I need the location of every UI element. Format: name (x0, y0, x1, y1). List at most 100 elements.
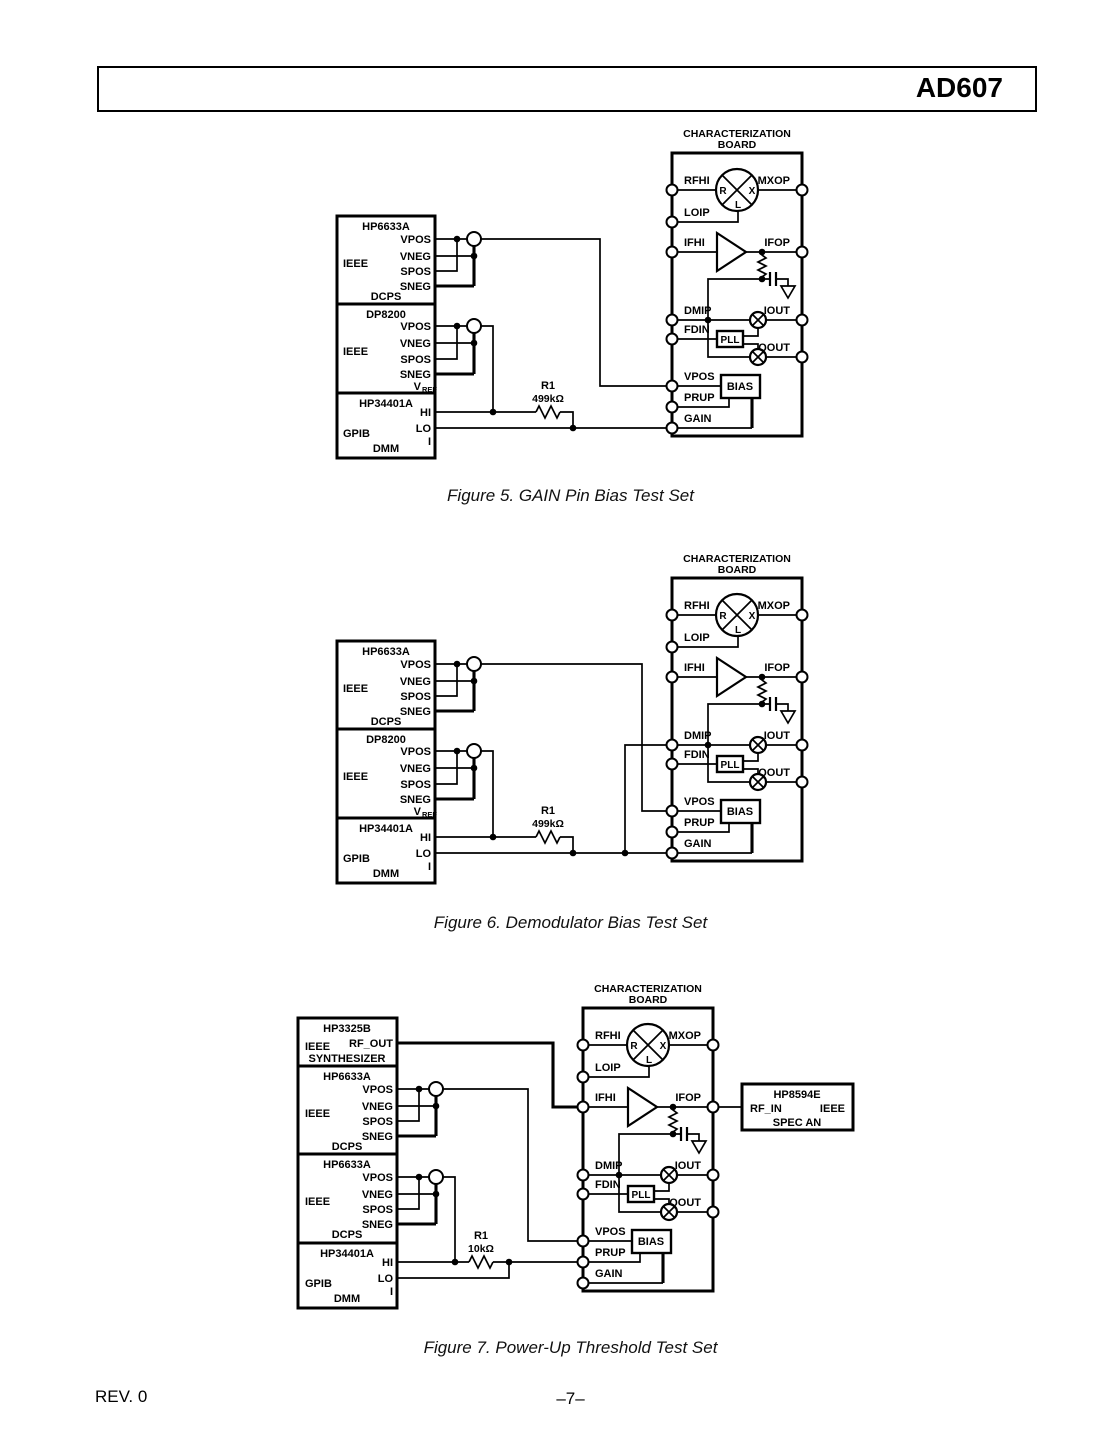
capacitor-icon (768, 272, 778, 286)
fig6-instrument-wires (435, 656, 666, 857)
pin-label-gain: GAIN (684, 838, 712, 850)
pll-label: PLL (721, 760, 740, 771)
fig7-resistor: R1 10kΩ (468, 1230, 494, 1255)
dmm-pin-hi: HI (420, 407, 431, 419)
dmm-bus: GPIB (305, 1278, 332, 1290)
mixer-r-label: R (719, 186, 727, 197)
pin-label-rfhi: RFHI (595, 1030, 621, 1042)
dmm-pin-lo: LO (378, 1273, 394, 1285)
figure6-diagram: HP6633A IEEE VPOS VNEG SPOS SNEG DCPS DP… (335, 553, 809, 885)
dmm-model: HP34401A (359, 823, 413, 835)
fig6-ref-supply-block: DP8200 IEEE VPOS VNEG SPOS SNEG V REF (335, 727, 437, 820)
fig7-dcps1-block: HP6633A IEEE VPOS VNEG SPOS SNEG DCPS (296, 1064, 399, 1156)
dcps-model: HP6633A (362, 646, 410, 658)
pin-label-mxop: MXOP (758, 600, 790, 612)
dcps-pin-vpos: VPOS (400, 659, 431, 671)
pin-label-dmip: DMIP (684, 305, 712, 317)
pin-label-prup: PRUP (595, 1247, 626, 1259)
pin-label-loip: LOIP (595, 1062, 621, 1074)
fig7-instrument-wires (397, 1041, 742, 1279)
board-wires (678, 189, 796, 429)
ref-pin-spos: SPOS (400, 354, 431, 366)
fig5-ref-supply-block: DP8200 IEEE VPOS VNEG SPOS SNEG V REF (335, 302, 437, 395)
dmm-type: DMM (334, 1293, 360, 1305)
current-meter-icon (466, 318, 482, 334)
dcps-pin-sneg: SNEG (400, 281, 431, 293)
resistor-value: 499kΩ (532, 393, 564, 405)
mixer-icon: R X L (714, 592, 760, 638)
mixer-l-label: L (646, 1055, 652, 1066)
pin-label-qout: QOUT (758, 342, 790, 354)
fig7-characterization-board: CHARACTERIZATION BOARD R X (576, 983, 720, 1293)
pll-box (715, 329, 745, 349)
pin-label-ifop: IFOP (675, 1092, 701, 1104)
board-title-2: BOARD (718, 564, 757, 576)
pin-label-fdin: FDIN (684, 749, 710, 761)
pll-box (626, 1184, 656, 1204)
amplifier-icon (715, 230, 749, 274)
pin-label-loip: LOIP (684, 632, 710, 644)
pin-label-mxop: MXOP (669, 1030, 701, 1042)
dcps-model: HP6633A (323, 1159, 371, 1171)
board-title-1: CHARACTERIZATION (594, 983, 702, 995)
dcps-pin-vpos: VPOS (400, 234, 431, 246)
figure6-caption: Figure 6. Demodulator Bias Test Set (433, 913, 708, 932)
figure7-diagram: HP3325B IEEE RF_OUT SYNTHESIZER HP6633A … (296, 983, 855, 1310)
bias-label: BIAS (727, 806, 753, 818)
pin-label-qout: QOUT (758, 767, 790, 779)
amplifier-icon (715, 655, 749, 699)
pin-label-fdin: FDIN (595, 1179, 621, 1191)
fig7-spectrum-analyzer-block: HP8594E RF_IN IEEE SPEC AN (740, 1082, 855, 1132)
fig7-synthesizer-block: HP3325B IEEE RF_OUT SYNTHESIZER (296, 1016, 399, 1068)
pin-label-iout: IOUT (764, 730, 791, 742)
iq-mixer-icons (659, 1165, 679, 1222)
pin-label-gain: GAIN (684, 413, 712, 425)
header-rule-box: AD607 (97, 66, 1037, 112)
dmm-model: HP34401A (359, 398, 413, 410)
dcps-pin-spos: SPOS (362, 1116, 393, 1128)
specan-pin-rfin: RF_IN (750, 1103, 782, 1115)
current-meter-icon (428, 1081, 444, 1097)
pin-label-ifhi: IFHI (684, 662, 705, 674)
specan-type: SPEC AN (773, 1117, 822, 1129)
fig6-characterization-board: CHARACTERIZATION BOARD R X (665, 553, 809, 863)
pin-label-qout: QOUT (669, 1197, 701, 1209)
resistor-value: 499kΩ (532, 818, 564, 830)
current-meter-icon (466, 231, 482, 247)
ref-type-v: V (414, 806, 422, 818)
dmm-pin-hi: HI (382, 1257, 393, 1269)
mixer-icon: R X L (714, 167, 760, 213)
pll-label: PLL (721, 335, 740, 346)
mixer-x-label: X (660, 1041, 667, 1052)
current-meter-icon (466, 656, 482, 672)
capacitor-icon (679, 1127, 689, 1141)
amplifier-icon (626, 1085, 660, 1129)
pin-label-ifhi: IFHI (684, 237, 705, 249)
part-number: AD607 (915, 72, 1003, 103)
dcps-type: DCPS (371, 291, 402, 303)
pin-label-mxop: MXOP (758, 175, 790, 187)
board-title-2: BOARD (718, 139, 757, 151)
pin-label-vpos: VPOS (684, 796, 715, 808)
dcps-pin-vneg: VNEG (400, 676, 431, 688)
dcps-pin-vneg: VNEG (400, 251, 431, 263)
fig5-instrument-wires (435, 231, 666, 432)
resistor-value: 10kΩ (468, 1243, 494, 1255)
synth-pin-rfout: RF_OUT (349, 1038, 393, 1050)
mixer-l-label: L (735, 625, 741, 636)
dcps-bus: IEEE (343, 258, 368, 270)
dcps-pin-sneg: SNEG (362, 1219, 393, 1231)
ref-pin-vneg: VNEG (400, 763, 431, 775)
pin-label-ifhi: IFHI (595, 1092, 616, 1104)
dmm-pin-i: I (390, 1286, 393, 1298)
pll-box (715, 754, 745, 774)
synth-type: SYNTHESIZER (308, 1053, 385, 1065)
fig7-dmm-block: HP34401A GPIB HI LO I DMM (296, 1241, 399, 1310)
pin-label-dmip: DMIP (684, 730, 712, 742)
pin-label-rfhi: RFHI (684, 600, 710, 612)
pin-label-vpos: VPOS (684, 371, 715, 383)
dcps-model: HP6633A (362, 221, 410, 233)
dmm-model: HP34401A (320, 1248, 374, 1260)
ground-icon (779, 285, 797, 300)
dcps-bus: IEEE (305, 1196, 330, 1208)
